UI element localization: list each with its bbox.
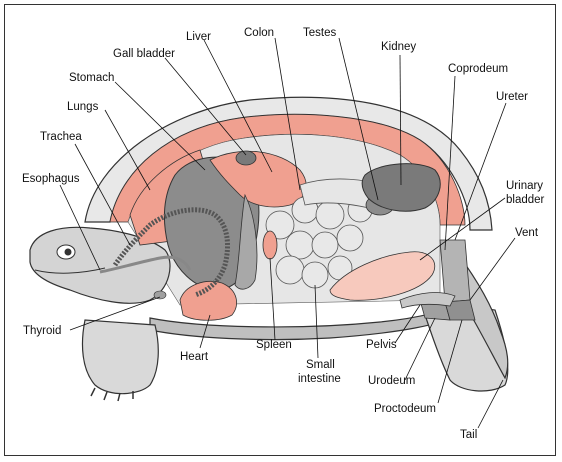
- label-colon: Colon: [244, 27, 274, 39]
- label-gall-bladder: Gall bladder: [113, 48, 175, 60]
- front-leg: [81, 319, 159, 395]
- label-small-intestine-1: Small: [306, 359, 335, 371]
- label-pelvis: Pelvis: [366, 339, 397, 351]
- label-liver: Liver: [186, 31, 211, 43]
- liver-fold: [234, 193, 258, 290]
- label-coprodeum: Coprodeum: [448, 63, 508, 75]
- label-vent: Vent: [515, 227, 539, 239]
- label-stomach: Stomach: [69, 72, 114, 84]
- pupil: [64, 248, 72, 256]
- label-lungs: Lungs: [67, 101, 99, 113]
- label-tail: Tail: [460, 429, 477, 441]
- label-spleen: Spleen: [256, 339, 292, 351]
- heart-organ: [179, 281, 237, 321]
- label-kidney: Kidney: [381, 41, 416, 53]
- leader-lines: [59, 37, 516, 429]
- label-heart: Heart: [180, 351, 209, 363]
- urinary-bladder-organ: [329, 251, 436, 301]
- label-trachea: Trachea: [40, 131, 82, 143]
- label-urinary-bladder-1: Urinary: [506, 180, 543, 192]
- kidney-organ: [361, 163, 441, 212]
- label-testes: Testes: [303, 27, 336, 39]
- trachea-organ: [112, 207, 230, 298]
- label-small-intestine-2: intestine: [298, 373, 341, 385]
- proctodeum-organ: [444, 299, 476, 321]
- esophagus-organ: [99, 255, 192, 274]
- label-ureter: Ureter: [496, 91, 528, 103]
- label-urodeum: Urodeum: [368, 375, 415, 387]
- gall-bladder-organ: [235, 150, 257, 166]
- front-claws: [90, 387, 134, 402]
- label-esophagus: Esophagus: [22, 173, 80, 185]
- label-urinary-bladder-2: bladder: [506, 194, 545, 206]
- liver-organ: [209, 150, 307, 208]
- label-thyroid: Thyroid: [23, 325, 61, 337]
- label-proctodeum: Proctodeum: [374, 403, 436, 415]
- spleen-organ: [262, 230, 278, 260]
- mouth-line: [34, 267, 106, 274]
- thyroid-organ: [153, 290, 167, 300]
- pelvis-bone: [399, 292, 456, 309]
